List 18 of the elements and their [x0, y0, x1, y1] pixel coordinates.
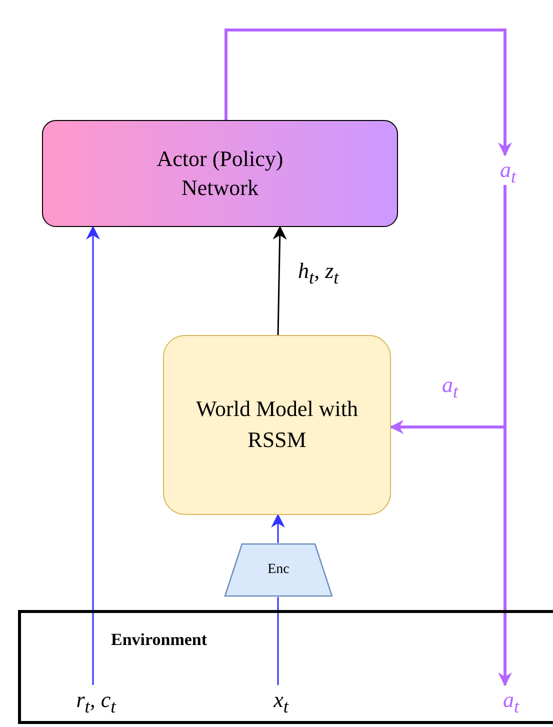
environment-heading: Environment: [111, 630, 208, 650]
arrow: [390, 185, 506, 434]
network-box: [42, 120, 398, 227]
encoder-trapezoid: [224, 543, 333, 597]
node-text: Actor (Policy) Network: [156, 144, 284, 202]
node-text: Enc: [268, 562, 290, 578]
variable-label: a$_{t}$: [491, 685, 531, 715]
variable-label: x$_{t}$: [261, 685, 301, 715]
model-box: [163, 335, 391, 515]
node-text: World Model with RSSM: [195, 395, 359, 454]
connector-line: [277, 597, 279, 685]
variable-label: a$_{t}$: [488, 155, 528, 185]
arrow: [86, 226, 100, 685]
arrow: [272, 226, 287, 336]
variable-label: r$_{t}$, c$_{t}$: [56, 685, 136, 715]
environment-box: [18, 610, 553, 724]
arrow: [271, 514, 285, 543]
arrow: [224, 28, 512, 156]
